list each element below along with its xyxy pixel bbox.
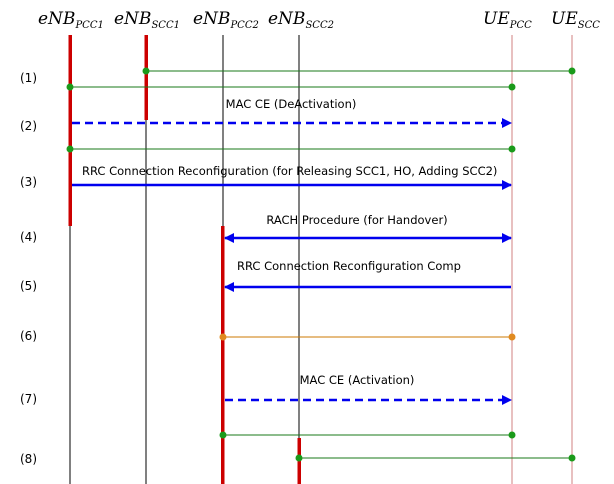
step-label-6: (6): [20, 329, 37, 343]
entity-ue-pcc-label: UEPCC: [483, 9, 532, 31]
link-endpoint-dot: [508, 431, 516, 439]
activation-bar-enb-pcc2: [221, 226, 225, 484]
message-label-mac-ce-activation: MAC CE (Activation): [300, 373, 415, 387]
activation-bar-enb-scc1: [144, 35, 148, 120]
step-label-8: (8): [20, 452, 37, 466]
step-label-1: (1): [20, 71, 37, 85]
message-label-rrc-connection-reconfiguration: RRC Connection Reconfiguration (for Rele…: [82, 164, 497, 178]
link-endpoint-dot: [295, 454, 303, 462]
entity-enb-scc2-label: eNBSCC2: [268, 9, 334, 31]
entity-enb-scc1-label: eNBSCC1: [114, 9, 180, 31]
link-endpoint-dot: [66, 83, 74, 91]
link-endpoint-dot: [508, 83, 516, 91]
entity-ue-scc-label: UESCC: [551, 9, 600, 31]
message-label-mac-ce-deactivation: MAC CE (DeActivation): [226, 97, 357, 111]
step-label-2: (2): [20, 119, 37, 133]
activation-bar-enb-pcc1: [68, 35, 72, 226]
link-endpoint-dot: [568, 454, 576, 462]
link-endpoint-dot: [219, 431, 227, 439]
link-endpoint-dot: [219, 333, 227, 341]
step-label-5: (5): [20, 279, 37, 293]
entity-enb-pcc1-label: eNBPCC1: [38, 9, 104, 31]
step-label-4: (4): [20, 230, 37, 244]
entity-enb-pcc2-label: eNBPCC2: [193, 9, 259, 31]
link-endpoint-dot: [568, 67, 576, 75]
link-endpoint-dot: [508, 333, 516, 341]
link-endpoint-dot: [142, 67, 150, 75]
step-label-3: (3): [20, 175, 37, 189]
message-label-rrc-connection-reconfiguration-comp: RRC Connection Reconfiguration Comp: [237, 259, 461, 273]
message-label-rach-procedure: RACH Procedure (for Handover): [266, 213, 447, 227]
link-endpoint-dot: [508, 145, 516, 153]
step-label-7: (7): [20, 392, 37, 406]
link-endpoint-dot: [66, 145, 74, 153]
